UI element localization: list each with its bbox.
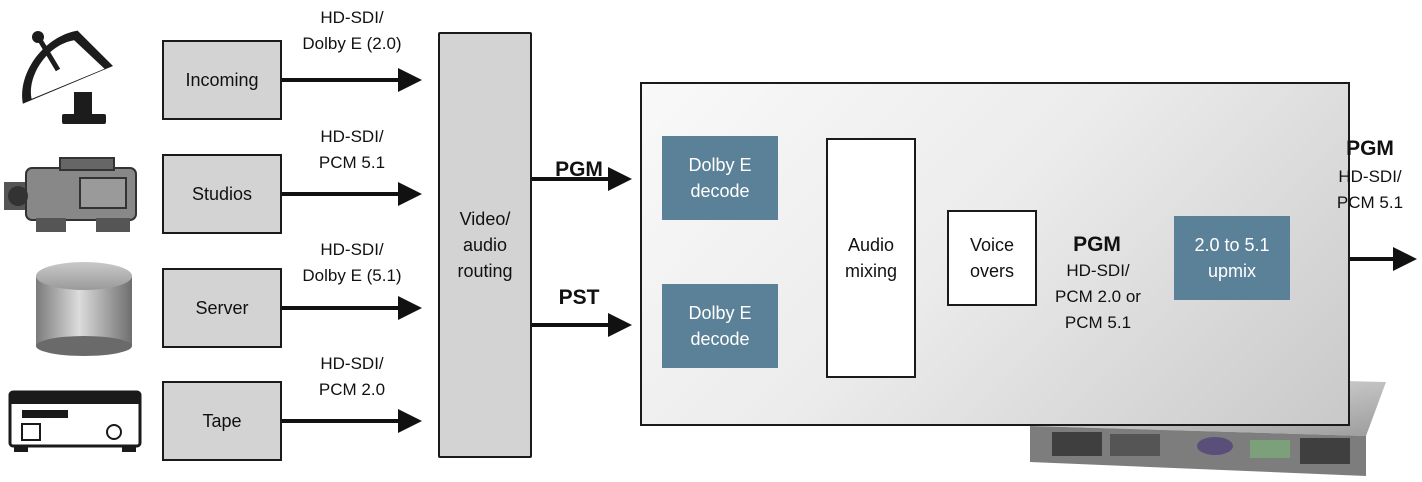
satellite-dish-icon [22, 30, 113, 124]
dolby-e-decode-pst-box: Dolby E decode [662, 284, 778, 368]
signal-label-tape: HD-SDI/ PCM 2.0 [318, 354, 386, 399]
mid-signal-label: HD-SDI/ PCM 2.0 or PCM 5.1 [1055, 261, 1141, 332]
video-audio-router: Video/ audio routing [438, 32, 532, 458]
upmix-box: 2.0 to 5.1 upmix [1174, 216, 1290, 300]
source-tape-label: Tape [202, 411, 242, 431]
source-studios-label: Studios [191, 184, 253, 204]
source-studios-box: Studios [162, 154, 282, 234]
router-label: Video/ audio routing [457, 209, 513, 281]
source-server-box: Server [162, 268, 282, 348]
final-signal-label: HD-SDI/ PCM 5.1 [1336, 167, 1404, 212]
signal-label-incoming: HD-SDI/ Dolby E (2.0) [302, 8, 402, 53]
audio-mixing-label: Audio mixing [844, 235, 897, 281]
decode-pgm-label: Dolby E decode [688, 155, 752, 201]
voice-overs-box: Voice overs [947, 210, 1037, 306]
signal-label-studios: HD-SDI/ PCM 5.1 [318, 127, 386, 172]
video-camera-icon [4, 157, 137, 232]
mid-pgm-label: PGM [1073, 233, 1121, 256]
final-pgm-label: PGM [1346, 137, 1394, 160]
decode-pst-label: Dolby E decode [688, 303, 752, 349]
tape-deck-icon [8, 390, 142, 452]
upmix-label: 2.0 to 5.1 upmix [1194, 235, 1270, 281]
source-incoming-box: Incoming [162, 40, 282, 120]
voice-overs-label: Voice overs [969, 235, 1015, 281]
pgm-output-label: PGM [555, 158, 603, 181]
pst-output-label: PST [558, 286, 600, 309]
signal-label-server: HD-SDI/ Dolby E (5.1) [302, 240, 402, 285]
dolby-e-decode-pgm-box: Dolby E decode [662, 136, 778, 220]
source-tape-box: Tape [162, 381, 282, 461]
audio-mixing-box: Audio mixing [826, 138, 916, 378]
source-incoming-label: Incoming [185, 70, 259, 90]
source-server-label: Server [195, 298, 249, 318]
server-cylinder-icon [36, 262, 132, 356]
